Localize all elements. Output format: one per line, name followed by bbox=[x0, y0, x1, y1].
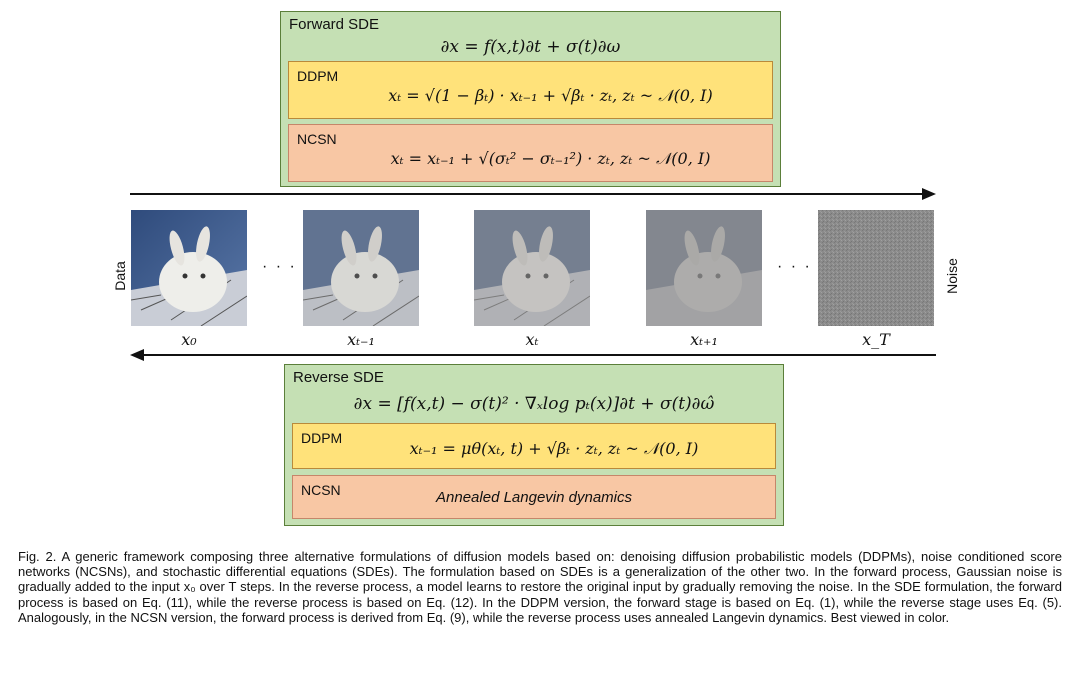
image-x-t-minus-1 bbox=[303, 210, 419, 326]
reverse-ddpm-label: DDPM bbox=[301, 430, 343, 446]
forward-ncsn-box: NCSN xₜ = xₜ₋₁ + √(σₜ² − σₜ₋₁²) · zₜ, zₜ… bbox=[288, 124, 773, 182]
noise-side-label: Noise bbox=[944, 258, 960, 294]
reverse-ddpm-equation: xₜ₋₁ = μθ(xₜ, t) + √βₜ · zₜ, zₜ ~ 𝒩(0, I… bbox=[409, 439, 699, 458]
label-x-T: x_T bbox=[862, 330, 890, 349]
image-x-t-plus-1 bbox=[646, 210, 762, 326]
forward-ncsn-label: NCSN bbox=[297, 131, 337, 147]
reverse-ncsn-text: Annealed Langevin dynamics bbox=[436, 489, 632, 506]
ellipsis-2: · · · bbox=[777, 258, 812, 275]
label-x-t: xₜ bbox=[525, 330, 539, 349]
forward-ddpm-label: DDPM bbox=[297, 68, 339, 84]
figure-caption: Fig. 2. A generic framework composing th… bbox=[18, 549, 1062, 625]
label-x-t-plus-1: xₜ₊₁ bbox=[690, 330, 718, 349]
reverse-ddpm-box: DDPM xₜ₋₁ = μθ(xₜ, t) + √βₜ · zₜ, zₜ ~ 𝒩… bbox=[292, 423, 776, 469]
data-side-label: Data bbox=[112, 261, 128, 291]
forward-arrow bbox=[130, 188, 936, 200]
forward-sde-panel: Forward SDE ∂x = f(x,t)∂t + σ(t)∂ω DDPM … bbox=[280, 11, 781, 187]
reverse-ncsn-box: NCSN Annealed Langevin dynamics bbox=[292, 475, 776, 519]
forward-ddpm-equation: xₜ = √(1 − βₜ) · xₜ₋₁ + √βₜ · zₜ, zₜ ~ 𝒩… bbox=[388, 86, 713, 105]
label-x-t-minus-1: xₜ₋₁ bbox=[347, 330, 375, 349]
reverse-ncsn-label: NCSN bbox=[301, 482, 341, 498]
reverse-arrow bbox=[130, 349, 936, 361]
forward-sde-title: Forward SDE bbox=[289, 16, 380, 33]
forward-sde-equation: ∂x = f(x,t)∂t + σ(t)∂ω bbox=[440, 37, 621, 57]
forward-ddpm-box: DDPM xₜ = √(1 − βₜ) · xₜ₋₁ + √βₜ · zₜ, z… bbox=[288, 61, 773, 119]
label-x0: x₀ bbox=[181, 330, 197, 349]
ellipsis-1: · · · bbox=[262, 258, 297, 275]
forward-ncsn-equation: xₜ = xₜ₋₁ + √(σₜ² − σₜ₋₁²) · zₜ, zₜ ~ 𝒩(… bbox=[390, 149, 711, 168]
reverse-sde-equation: ∂x = [f(x,t) − σ(t)² · ∇ₓlog pₜ(x)]∂t + … bbox=[353, 394, 715, 414]
reverse-sde-panel: Reverse SDE ∂x = [f(x,t) − σ(t)² · ∇ₓlog… bbox=[284, 364, 784, 526]
image-x-T bbox=[818, 210, 934, 326]
reverse-sde-title: Reverse SDE bbox=[293, 369, 384, 386]
image-x0 bbox=[131, 210, 247, 326]
image-x-t bbox=[474, 210, 590, 326]
